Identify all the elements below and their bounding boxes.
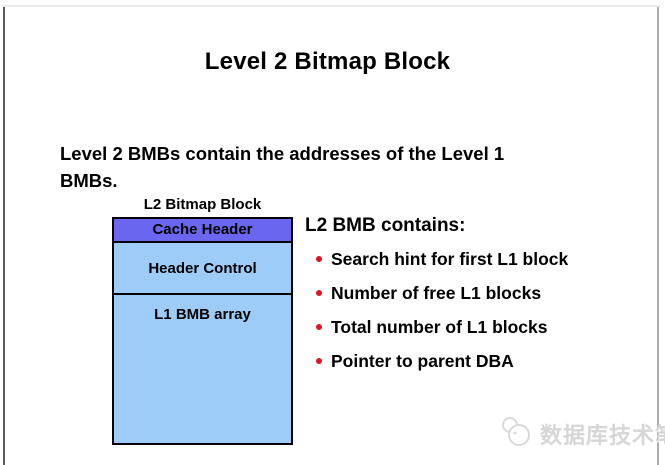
watermark-logo-icon (500, 416, 534, 453)
page-border-right (657, 7, 659, 465)
list-item: Number of free L1 blocks (316, 283, 646, 304)
diagram-section-cache-header: Cache Header (114, 219, 291, 243)
bullet-dot-icon (316, 324, 322, 330)
watermark-text: 数据库技术笔记 (540, 423, 665, 448)
l2-bitmap-block-diagram: Cache Header Header Control L1 BMB array (112, 217, 293, 445)
bullet-text: Search hint for first L1 block (331, 249, 569, 269)
diagram-caption: L2 Bitmap Block (143, 196, 262, 213)
diagram-section-header-control: Header Control (114, 243, 291, 295)
page-title: Level 2 Bitmap Block (204, 48, 451, 75)
bullet-dot-icon (316, 256, 322, 262)
bullet-dot-icon (316, 290, 322, 296)
bullet-text: Total number of L1 blocks (331, 317, 548, 337)
page-border-top (2, 5, 660, 7)
contains-heading: L2 BMB contains: (305, 215, 466, 236)
bullet-list: Search hint for first L1 block Number of… (316, 249, 646, 385)
diagram-section-l1-bmb-array: L1 BMB array (114, 295, 291, 443)
list-item: Total number of L1 blocks (316, 317, 646, 338)
diagram-section-label: Header Control (148, 259, 257, 277)
intro-line-2: BMBs. (60, 170, 118, 191)
bullet-dot-icon (316, 358, 322, 364)
intro-paragraph: Level 2 BMBs contain the addresses of th… (60, 140, 580, 194)
bullet-text: Pointer to parent DBA (331, 351, 514, 371)
list-item: Pointer to parent DBA (316, 351, 646, 372)
watermark: 数据库技术笔记 (500, 415, 665, 453)
bullet-text: Number of free L1 blocks (331, 283, 542, 303)
intro-line-1: Level 2 BMBs contain the addresses of th… (60, 143, 505, 164)
page-border-left (3, 7, 5, 465)
list-item: Search hint for first L1 block (316, 249, 646, 270)
